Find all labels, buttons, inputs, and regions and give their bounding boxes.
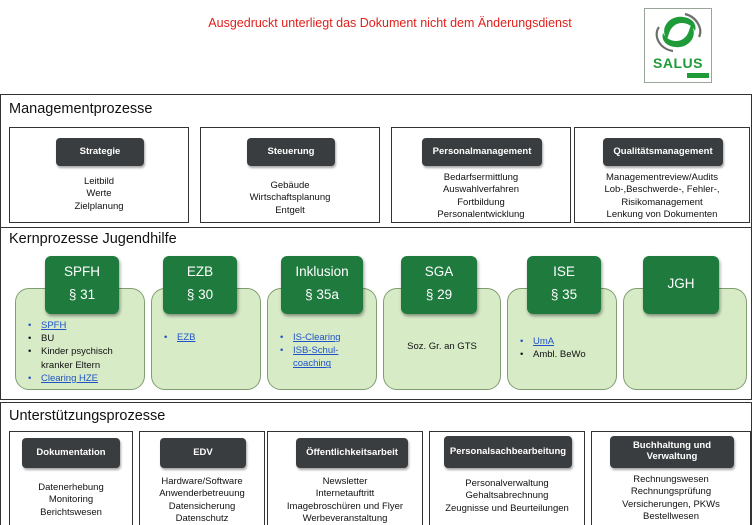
label-dokumentation: Dokumentation (22, 438, 120, 468)
link-clearing-hze[interactable]: Clearing HZE (26, 372, 142, 385)
tab-name: SGA (424, 264, 454, 279)
tab-ezb: EZB § 30 (163, 256, 237, 314)
tab-paragraph: § 31 (68, 287, 96, 302)
link-ezb[interactable]: EZB (162, 331, 258, 344)
line: Zielplanung (74, 200, 124, 212)
label-personalsachbearbeitung: Personalsachbearbeitung (444, 436, 572, 468)
label-personalmanagement: Personalmanagement (422, 138, 542, 166)
line: Fortbildung (457, 196, 505, 208)
label-steuerung: Steuerung (247, 138, 335, 166)
line: Internetauftritt (315, 488, 375, 500)
line: Rechnungswesen (633, 474, 709, 485)
line: Lob-,Beschwerde-, Fehler-, (604, 184, 720, 196)
tab-paragraph: § 30 (186, 287, 214, 302)
line: Gebäude (270, 180, 310, 191)
list-item: Ambl. BeWo (518, 348, 614, 361)
tab-name: EZB (186, 264, 214, 279)
line: Werte (86, 188, 112, 200)
unterstuetzung-title: Unterstützungsprozesse (9, 408, 166, 424)
link-uma[interactable]: UmA (518, 335, 614, 348)
line: Newsletter (322, 476, 368, 487)
tab-name: Inklusion (295, 264, 349, 279)
line: Versicherungen, PKWs (622, 498, 720, 510)
line: Imagebroschüren und Flyer (286, 500, 404, 512)
line: Datenschutz (175, 512, 229, 524)
box-personalmanagement: Personalmanagement Bedarfsermittlung Aus… (391, 127, 571, 223)
label-oeffentlichkeitsarbeit: Öffentlichkeitsarbeit (296, 438, 408, 468)
line: Zeugnisse und Beurteilungen (445, 502, 569, 514)
box-qualitaetsmanagement: Qualitätsmanagement Managementreview/Aud… (574, 127, 750, 223)
link-spfh[interactable]: SPFH (26, 319, 142, 332)
list-item: Kinder psychisch kranker Eltern (26, 345, 142, 371)
tab-name: JGH (667, 276, 695, 291)
line: Personalverwaltung (465, 478, 549, 489)
link-is-clearing[interactable]: IS-Clearing (278, 331, 374, 344)
management-title: Managementprozesse (9, 101, 153, 117)
tab-paragraph: § 35 (550, 287, 578, 302)
box-dokumentation: Dokumentation Datenerhebung Monitoring B… (9, 431, 133, 525)
line: Gehaltsabrechnung (465, 490, 549, 502)
tab-ise: ISE § 35 (527, 256, 601, 314)
tab-name: SPFH (63, 264, 100, 279)
label-qualitaetsmanagement: Qualitätsmanagement (603, 138, 723, 166)
box-oeffentlichkeitsarbeit: Öffentlichkeitsarbeit Newsletter Interne… (267, 431, 423, 525)
line: Datensicherung (168, 500, 236, 512)
tab-jgh: JGH (643, 256, 719, 314)
line: Monitoring (48, 494, 94, 506)
tab-paragraph: § 35a (305, 287, 339, 302)
tab-paragraph: § 29 (425, 287, 453, 302)
kern-section: Kernprozesse Jugendhilfe SPFH BU Kinder … (0, 227, 752, 400)
box-buchhaltung: Buchhaltung und Verwaltung Rechnungswese… (591, 431, 751, 525)
unterstuetzung-section: Unterstützungsprozesse Dokumentation Dat… (0, 402, 752, 525)
salus-logo: SALUS (644, 8, 712, 83)
line: Auswahlverfahren (442, 184, 520, 196)
tab-spfh: SPFH § 31 (45, 256, 119, 314)
box-steuerung: Steuerung Gebäude Wirtschaftsplanung Ent… (200, 127, 380, 223)
logo-underline (687, 73, 709, 78)
box-edv: EDV Hardware/Software Anwenderbetreuung … (139, 431, 265, 525)
line: Lenkung von Dokumenten (606, 208, 718, 220)
print-warning: Ausgedruckt unterliegt das Dokument nich… (208, 16, 572, 30)
line: Anwenderbetreuung (159, 488, 245, 500)
logo-swirl-icon (655, 12, 702, 53)
link-isb-schulcoaching[interactable]: ISB-Schul-coaching (278, 344, 374, 370)
tab-inklusion: Inklusion § 35a (281, 256, 363, 314)
box-strategie: Strategie Leitbild Werte Zielplanung (9, 127, 189, 223)
management-section: Managementprozesse Strategie Leitbild We… (0, 94, 752, 228)
tab-name: ISE (553, 264, 575, 279)
logo-text: SALUS (653, 55, 703, 71)
label-buchhaltung: Buchhaltung und Verwaltung (610, 436, 734, 468)
line: Berichtswesen (40, 506, 102, 518)
line: Managementreview/Audits (606, 172, 718, 183)
label-strategie: Strategie (56, 138, 144, 166)
line: Hardware/Software (161, 476, 243, 487)
line: Werbeveranstaltung (302, 512, 388, 524)
line: Rechnungsprüfung (630, 486, 712, 498)
line: Entgelt (275, 204, 305, 216)
line: Personalentwicklung (437, 208, 525, 220)
line: Bedarfsermittlung (443, 172, 519, 183)
kern-title: Kernprozesse Jugendhilfe (9, 231, 177, 247)
line: Risikomanagement (621, 196, 703, 208)
sga-text: Soz. Gr. an GTS (407, 341, 477, 352)
tab-sga: SGA § 29 (401, 256, 477, 314)
line: Wirtschaftsplanung (249, 192, 331, 204)
line: Leitbild (83, 176, 115, 187)
line: Bestellwesen (643, 510, 699, 522)
list-item: BU (26, 332, 142, 345)
box-personalsachbearbeitung: Personalsachbearbeitung Personalverwaltu… (429, 431, 585, 525)
line: Datenerhebung (38, 482, 104, 493)
label-edv: EDV (160, 438, 246, 468)
